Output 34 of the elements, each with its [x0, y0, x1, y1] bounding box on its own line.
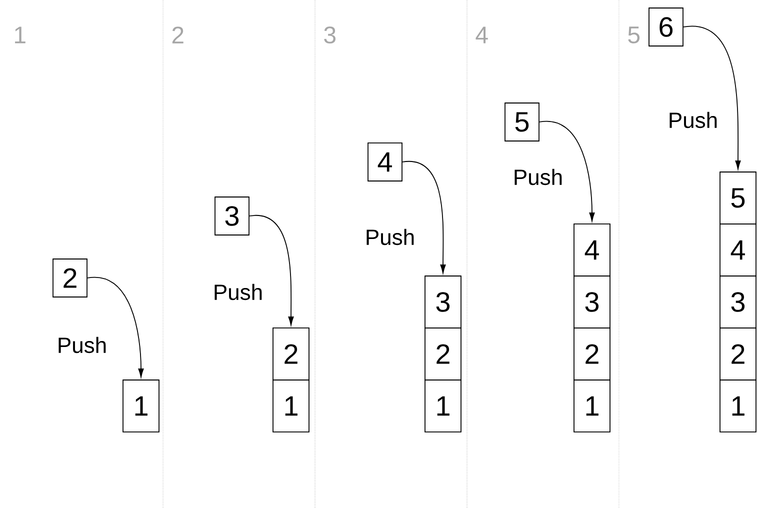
- panel-number: 3: [324, 26, 336, 44]
- stack-cell: 4: [574, 224, 610, 276]
- stack-cell: 3: [574, 276, 610, 328]
- arrow: [402, 161, 446, 274]
- stack-cell: 3: [720, 276, 756, 328]
- stack-cell: 2: [424, 328, 462, 380]
- edge-label: Push: [514, 168, 562, 186]
- element-box: 2: [52, 258, 88, 298]
- element-box: 3: [214, 196, 250, 236]
- stack-cell: 1: [122, 380, 160, 432]
- edge-label: Push: [366, 228, 414, 246]
- arrow: [683, 26, 741, 170]
- panel-number: 2: [172, 26, 184, 44]
- panel-number: 4: [476, 26, 488, 44]
- element-box: 4: [368, 142, 402, 182]
- stack-cell: 5: [720, 172, 756, 224]
- edge-label: Push: [58, 336, 106, 354]
- panel-number: 1: [15, 26, 26, 44]
- stack-cell: 1: [720, 380, 756, 432]
- stack-cell: 1: [424, 380, 462, 432]
- arrow: [87, 277, 144, 378]
- stack-cell: 3: [424, 276, 462, 328]
- stack-cell: 4: [720, 224, 756, 276]
- edge-label: Push: [670, 112, 717, 128]
- element-box: 6: [648, 8, 684, 46]
- stack-cell: 2: [720, 328, 756, 380]
- stack-cell: 2: [574, 328, 610, 380]
- stack-cell: 1: [574, 380, 610, 432]
- arrow: [539, 121, 595, 222]
- stack-cell: 1: [272, 380, 310, 432]
- arrow: [249, 215, 294, 326]
- element-box: 5: [504, 102, 540, 142]
- edge-label: Push: [214, 284, 262, 300]
- stack-cell: 2: [272, 328, 310, 380]
